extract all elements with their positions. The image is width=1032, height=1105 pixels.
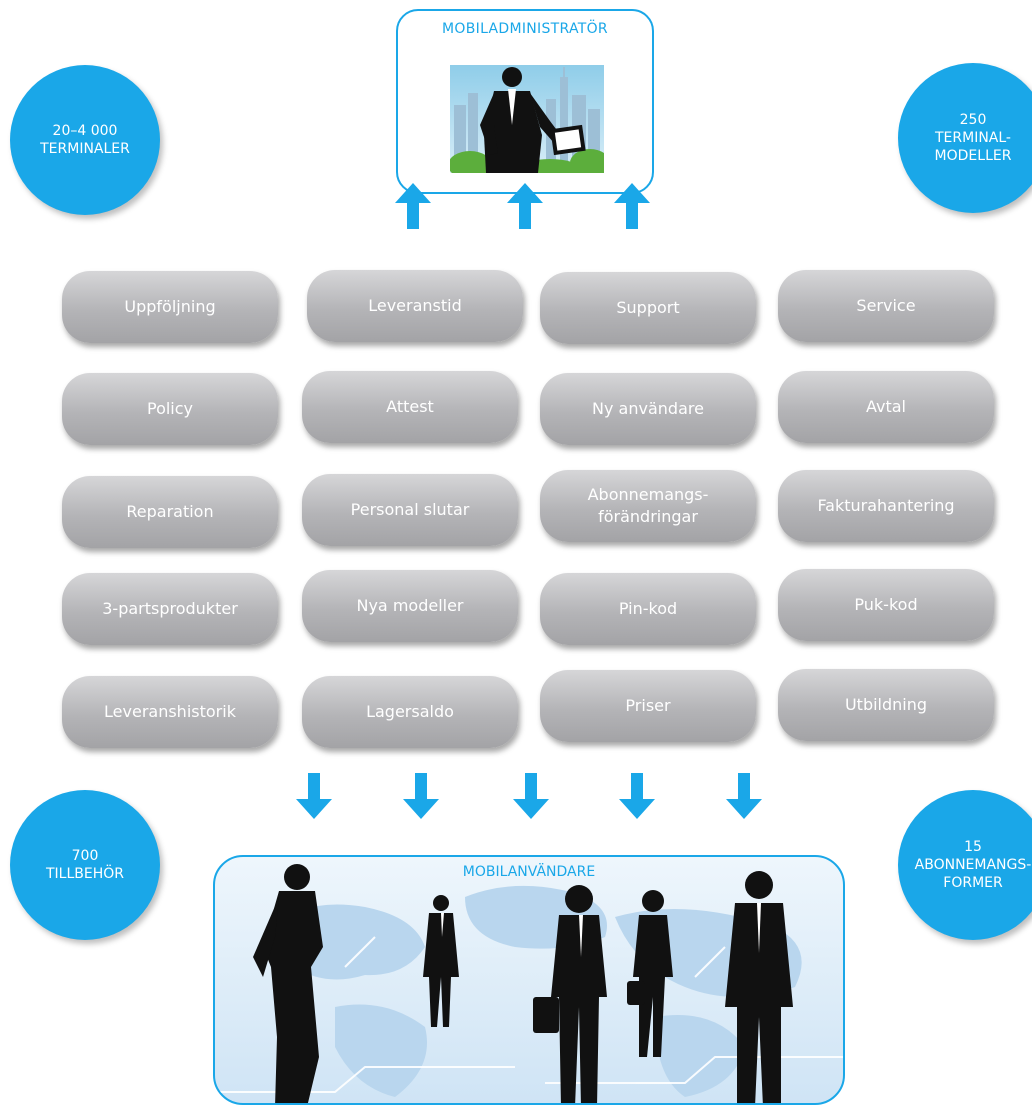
accessories-circle: 700 TILLBEHÖR [10, 790, 160, 940]
mobile-administrator-box: MOBILADMINISTRATÖR [396, 9, 654, 194]
accessories-label: TILLBEHÖR [45, 866, 124, 882]
subscription-forms-label-1: ABONNEMANGS- [914, 857, 1032, 873]
accessories-count: 700 [71, 848, 99, 864]
subscription-forms-label-2: FORMER [943, 875, 1003, 891]
service-box-ny-anvandare: Ny användare [540, 373, 756, 445]
mobile-users-box: MOBILANVÄNDARE [213, 855, 845, 1105]
service-box-leveranstid: Leveranstid [307, 270, 523, 342]
service-box-avtal: Avtal [778, 371, 994, 443]
mobile-users-title: MOBILANVÄNDARE [462, 864, 596, 880]
service-box-utbildning: Utbildning [778, 669, 994, 741]
arrow-down-icon [296, 773, 332, 819]
arrow-down-icon [513, 773, 549, 819]
service-box-personal-slutar: Personal slutar [302, 474, 518, 546]
service-box-priser: Priser [540, 670, 756, 742]
service-box-fakturahantering: Fakturahantering [778, 470, 994, 542]
terminal-models-circle: 250 TERMINAL- MODELLER [898, 63, 1032, 213]
service-box-abonnemangsforandringar: Abonnemangs-förändringar [540, 470, 756, 542]
terminals-label: TERMINALER [40, 141, 130, 157]
mobile-administrator-title: MOBILADMINISTRATÖR [442, 21, 608, 37]
service-box-nya-modeller: Nya modeller [302, 570, 518, 642]
arrow-down-icon [726, 773, 762, 819]
terminal-models-count: 250 [959, 112, 987, 128]
service-box-policy: Policy [62, 373, 278, 445]
service-box-attest: Attest [302, 371, 518, 443]
service-box-support: Support [540, 272, 756, 344]
terminals-count: 20–4 000 [52, 123, 118, 139]
terminals-circle: 20–4 000 TERMINALER [10, 65, 160, 215]
administrator-illustration [450, 65, 604, 173]
mobile-users-illustration [215, 864, 843, 1103]
service-box-pin-kod: Pin-kod [540, 573, 756, 645]
arrow-down-icon [403, 773, 439, 819]
arrow-down-icon [619, 773, 655, 819]
arrow-up-icon [507, 183, 543, 229]
service-box-leveranshistorik: Leveranshistorik [62, 676, 278, 748]
service-box-uppfoljning: Uppföljning [62, 271, 278, 343]
service-box-puk-kod: Puk-kod [778, 569, 994, 641]
arrow-up-icon [614, 183, 650, 229]
service-box-3-partsprodukter: 3-partsprodukter [62, 573, 278, 645]
subscription-forms-circle: 15 ABONNEMANGS- FORMER [898, 790, 1032, 940]
arrow-up-icon [395, 183, 431, 229]
service-box-service: Service [778, 270, 994, 342]
terminal-models-label-1: TERMINAL- [935, 130, 1011, 146]
terminal-models-label-2: MODELLER [934, 148, 1012, 164]
service-box-lagersaldo: Lagersaldo [302, 676, 518, 748]
service-box-reparation: Reparation [62, 476, 278, 548]
subscription-forms-count: 15 [964, 839, 982, 855]
